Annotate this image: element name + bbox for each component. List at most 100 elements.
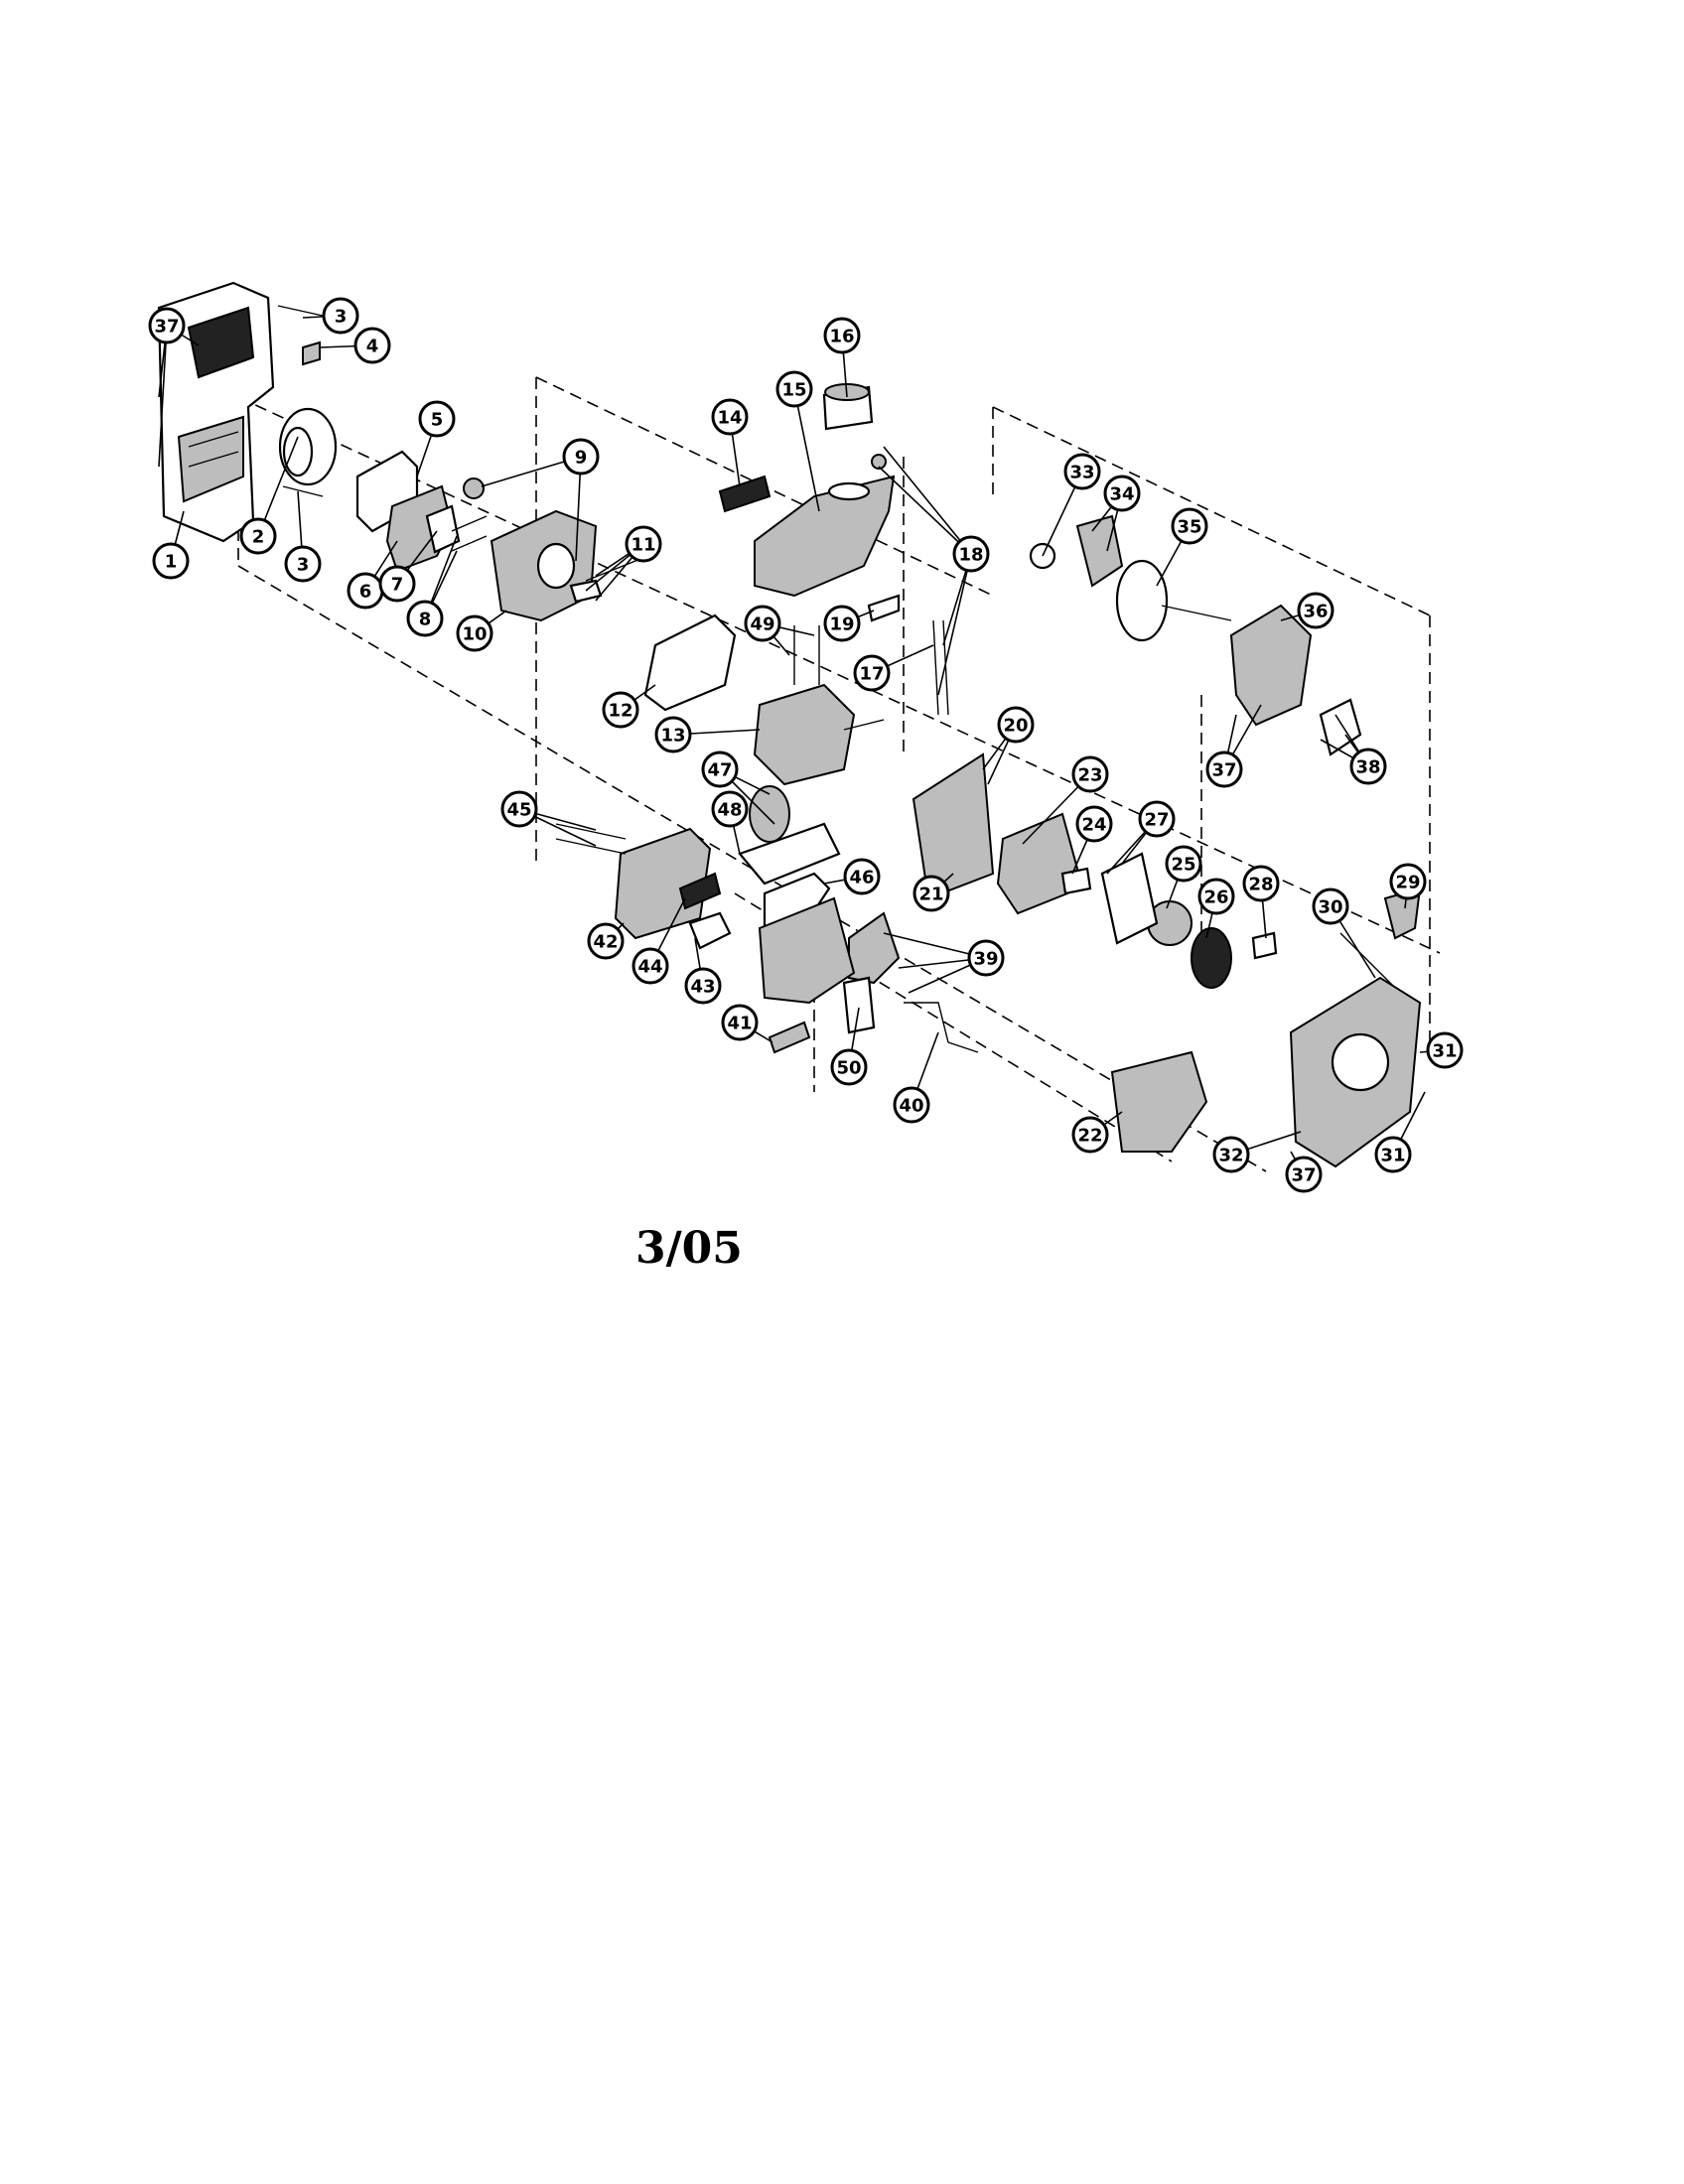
- callout-37: 37: [148, 307, 186, 344]
- muffler-gasket-part: [643, 614, 737, 712]
- callout-number: 30: [1318, 897, 1342, 918]
- callout-number: 35: [1177, 517, 1201, 538]
- callout-number: 6: [359, 582, 372, 603]
- callout-number: 48: [717, 800, 742, 821]
- callout-number: 16: [829, 327, 854, 347]
- callout-17: 17: [853, 654, 891, 692]
- clip-part: [302, 341, 321, 366]
- callout-44: 44: [632, 947, 669, 985]
- part-shapes: [157, 281, 1422, 1168]
- callout-circle: [1063, 453, 1101, 490]
- callout-number: 39: [973, 949, 998, 970]
- callout-number: 12: [608, 701, 632, 722]
- leader-line: [878, 466, 972, 555]
- callout-number: 38: [1355, 757, 1380, 778]
- air-filter-cover-part: [157, 281, 275, 543]
- callout-20: 20: [997, 706, 1035, 744]
- callout-circle: [711, 398, 749, 436]
- callout-number: 49: [750, 614, 774, 635]
- callout-number: 31: [1432, 1041, 1457, 1062]
- callout-circle: [353, 327, 391, 364]
- callout-26: 26: [1197, 878, 1235, 915]
- callout-circle: [893, 1086, 930, 1124]
- callout-5: 5: [418, 400, 456, 438]
- callout-circle: [602, 691, 639, 729]
- callout-number: 10: [462, 624, 487, 645]
- callout-number: 43: [690, 977, 715, 998]
- callout-number: 27: [1144, 810, 1169, 831]
- callout-number: 18: [958, 545, 983, 566]
- ignition-coil-part: [848, 911, 901, 985]
- callout-41: 41: [721, 1004, 759, 1041]
- callout-circle: [378, 565, 416, 603]
- callout-circle: [322, 297, 359, 335]
- callout-35: 35: [1171, 507, 1208, 545]
- callout-23: 23: [1071, 755, 1109, 793]
- callout-27: 27: [1138, 800, 1176, 838]
- callout-circle: [1426, 1031, 1464, 1069]
- callout-circle: [1374, 1136, 1412, 1173]
- callout-31: 31: [1374, 1136, 1412, 1173]
- callout-34: 34: [1103, 475, 1141, 512]
- callout-circle: [830, 1048, 868, 1086]
- callout-number: 22: [1077, 1126, 1102, 1147]
- callout-number: 1: [165, 552, 178, 573]
- callout-circle: [843, 858, 881, 895]
- callout-circle: [1103, 475, 1141, 512]
- callout-32: 32: [1212, 1136, 1250, 1173]
- revision-date: 3/05: [635, 1223, 743, 1274]
- muffler-part: [614, 827, 712, 940]
- fuel-line-part: [932, 619, 939, 716]
- callout-number: 40: [899, 1096, 923, 1117]
- callout-number: 41: [727, 1014, 752, 1034]
- callout-circle: [997, 706, 1035, 744]
- callout-45: 45: [500, 790, 538, 828]
- callout-39: 39: [967, 939, 1005, 977]
- crankcase-half-part: [912, 752, 995, 900]
- callout-42: 42: [587, 922, 625, 960]
- callout-43: 43: [684, 967, 722, 1005]
- callout-37: 37: [1285, 1156, 1323, 1193]
- callout-number: 44: [637, 957, 662, 978]
- callout-circle: [952, 535, 990, 573]
- callout-circle: [711, 790, 749, 828]
- cylinder-part: [758, 896, 856, 1005]
- pad-part: [718, 475, 772, 513]
- callout-29: 29: [1389, 863, 1427, 900]
- callout-11: 11: [625, 525, 662, 563]
- callout-circle: [1285, 1156, 1323, 1193]
- callout-circle: [1171, 507, 1208, 545]
- callout-31: 31: [1426, 1031, 1464, 1069]
- callout-47: 47: [701, 751, 739, 788]
- callout-circle: [775, 370, 813, 408]
- callout-24: 24: [1075, 805, 1113, 843]
- callout-13: 13: [654, 716, 692, 753]
- callout-36: 36: [1297, 592, 1334, 629]
- callout-6: 6: [347, 572, 384, 610]
- callout-number: 46: [849, 868, 874, 888]
- callout-number: 11: [631, 535, 655, 556]
- callout-circle: [1297, 592, 1334, 629]
- callout-circle: [418, 400, 456, 438]
- callout-30: 30: [1312, 887, 1349, 925]
- callout-circle: [562, 438, 600, 476]
- callout-3: 3: [284, 545, 322, 583]
- callout-number: 25: [1171, 855, 1195, 876]
- callout-18: 18: [952, 535, 990, 573]
- leader-line: [793, 388, 820, 512]
- callout-number: 20: [1003, 716, 1028, 737]
- callout-circle: [456, 614, 493, 652]
- piston-part: [749, 785, 790, 843]
- clutch-housing-part: [1229, 604, 1313, 727]
- callout-number: 15: [781, 380, 806, 401]
- callout-number: 31: [1380, 1146, 1405, 1166]
- clutch-part: [1075, 514, 1124, 588]
- callout-37: 37: [1205, 751, 1243, 788]
- callout-number: 24: [1081, 815, 1106, 836]
- callout-circle: [1205, 751, 1243, 788]
- callout-number: 7: [391, 575, 404, 596]
- carb-gasket-part: [425, 504, 461, 554]
- callout-circle: [1165, 845, 1202, 883]
- callout-10: 10: [456, 614, 493, 652]
- callout-number: 47: [707, 760, 732, 781]
